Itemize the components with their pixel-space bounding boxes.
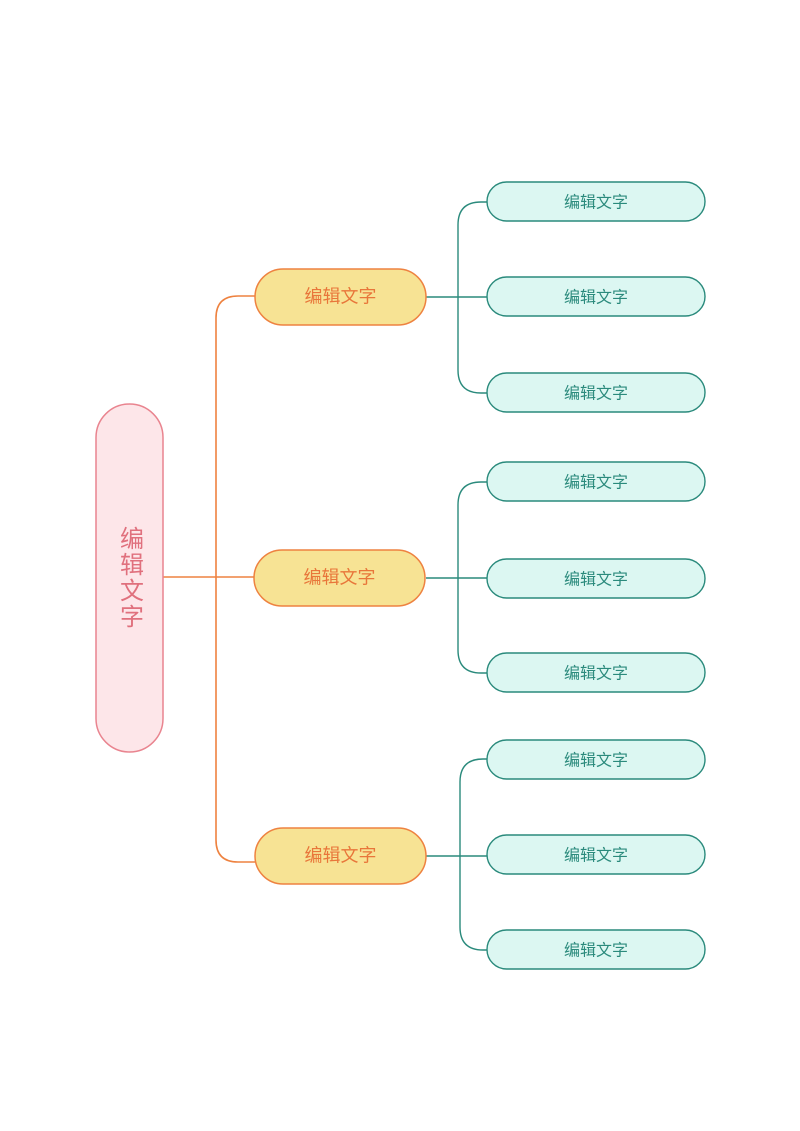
leaf-node-1-3[interactable]: 编辑文字 bbox=[486, 372, 706, 413]
leaf-node-shape bbox=[486, 372, 706, 413]
leaf-node-shape bbox=[486, 181, 706, 222]
leaf-node-2-3[interactable]: 编辑文字 bbox=[486, 652, 706, 693]
branch-node-1[interactable]: 编辑文字 bbox=[254, 268, 427, 326]
branch-node-label: 编辑文字 bbox=[305, 846, 377, 867]
root-node-label: 编辑文字 bbox=[116, 526, 144, 630]
branch-node-label: 编辑文字 bbox=[305, 287, 377, 308]
leaf-node-label: 编辑文字 bbox=[564, 664, 628, 683]
leaf-node-shape bbox=[486, 558, 706, 599]
leaf-node-3-2[interactable]: 编辑文字 bbox=[486, 834, 706, 875]
leaf-node-shape bbox=[486, 461, 706, 502]
root-connector-trunk bbox=[215, 295, 255, 863]
leaf-node-shape bbox=[486, 652, 706, 693]
branch-node-label: 编辑文字 bbox=[304, 568, 376, 589]
branch-node-3[interactable]: 编辑文字 bbox=[254, 827, 427, 885]
leaf-node-3-3[interactable]: 编辑文字 bbox=[486, 929, 706, 970]
branch-1-connector bbox=[426, 201, 488, 394]
leaf-node-label: 编辑文字 bbox=[564, 193, 628, 212]
leaf-node-2-1[interactable]: 编辑文字 bbox=[486, 461, 706, 502]
leaf-node-3-1[interactable]: 编辑文字 bbox=[486, 739, 706, 780]
leaf-node-shape bbox=[486, 739, 706, 780]
branch-node-2[interactable]: 编辑文字 bbox=[253, 549, 426, 607]
leaf-node-label: 编辑文字 bbox=[564, 941, 628, 960]
leaf-node-label: 编辑文字 bbox=[564, 751, 628, 770]
leaf-node-label: 编辑文字 bbox=[564, 570, 628, 589]
root-node-shape bbox=[95, 403, 164, 753]
branch-3-connector bbox=[426, 758, 488, 951]
leaf-node-label: 编辑文字 bbox=[564, 846, 628, 865]
leaf-node-1-2[interactable]: 编辑文字 bbox=[486, 276, 706, 317]
leaf-node-shape bbox=[486, 834, 706, 875]
root-node[interactable]: 编辑文字 bbox=[95, 403, 164, 753]
branch-node-shape bbox=[253, 549, 426, 607]
branch-node-shape bbox=[254, 827, 427, 885]
leaf-node-label: 编辑文字 bbox=[564, 384, 628, 403]
leaf-node-label: 编辑文字 bbox=[564, 288, 628, 307]
leaf-node-label: 编辑文字 bbox=[564, 473, 628, 492]
branch-connectors bbox=[426, 201, 488, 951]
branch-node-shape bbox=[254, 268, 427, 326]
leaf-node-shape bbox=[486, 276, 706, 317]
leaf-node-shape bbox=[486, 929, 706, 970]
root-connectors bbox=[163, 295, 255, 863]
branch-2-connector bbox=[426, 481, 488, 674]
leaf-node-1-1[interactable]: 编辑文字 bbox=[486, 181, 706, 222]
leaf-node-2-2[interactable]: 编辑文字 bbox=[486, 558, 706, 599]
